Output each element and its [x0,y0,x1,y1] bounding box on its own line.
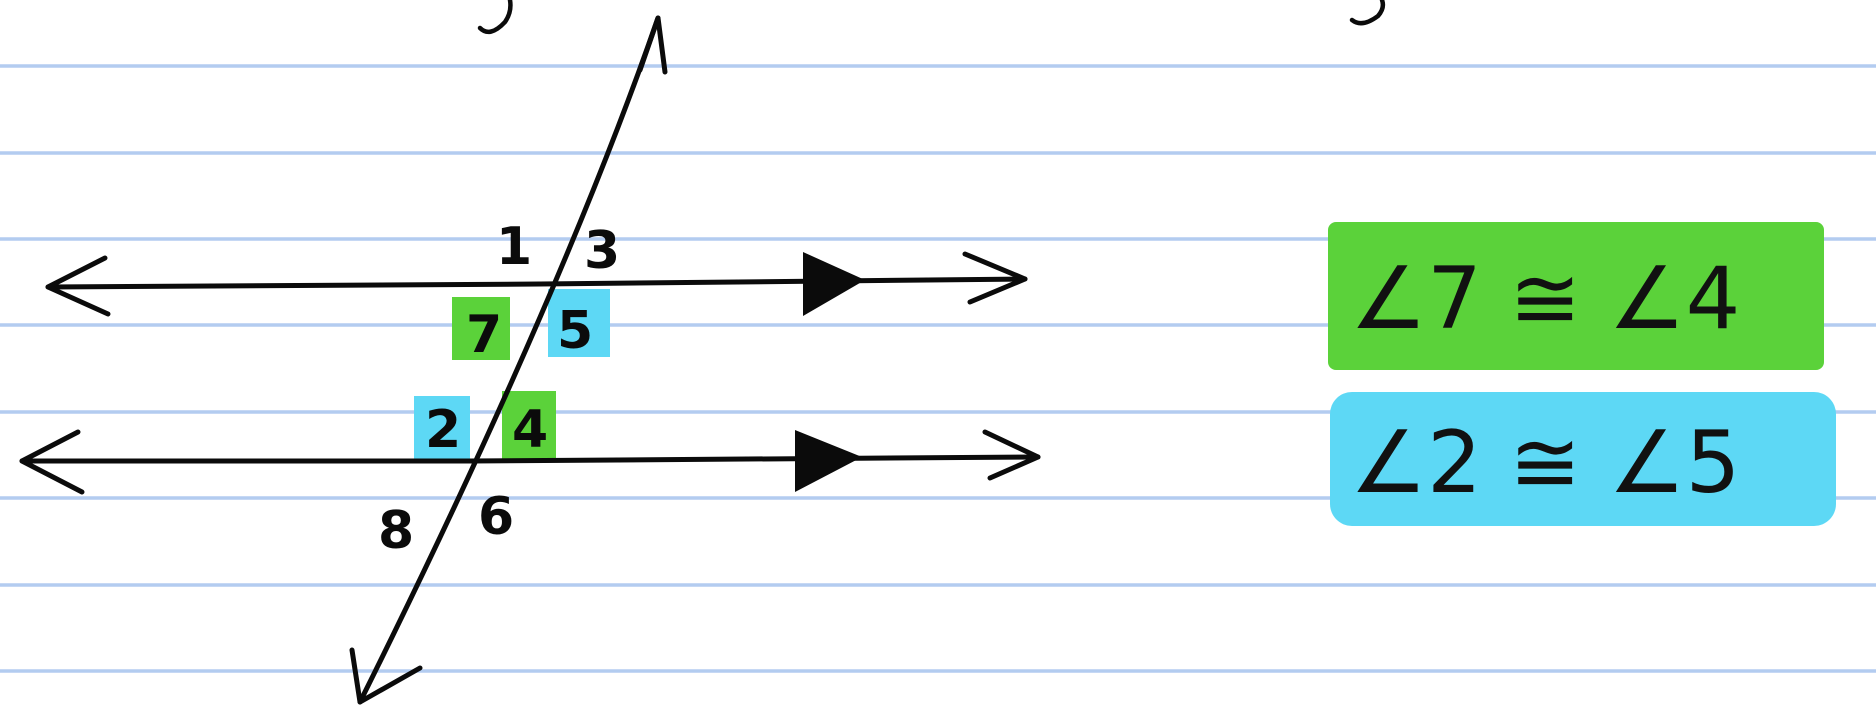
statement-1-text: ∠7 ≅ ∠4 [1350,249,1740,349]
angle-label-7: 7 [466,305,502,365]
parallel-marker-upper [803,252,865,316]
top-ink-fragment-right [1349,0,1386,26]
angle-4-highlight [502,391,556,459]
angle-label-8: 8 [378,501,414,561]
parallel-marker-lower [795,430,862,492]
statement-1: ∠7 ≅ ∠4 [1328,222,1824,370]
ruled-lines [0,64,1876,673]
angle-label-6: 6 [478,487,514,547]
angle-label-3: 3 [584,221,620,281]
statement-2-text: ∠2 ≅ ∠5 [1350,413,1740,513]
top-ink-fragment-left [477,0,513,35]
transversal-line [349,15,668,705]
lower-parallel-line [19,429,1041,495]
angle-7-highlight [452,297,510,360]
upper-parallel-line [45,251,1028,317]
angle-5-highlight [548,289,610,357]
statement-2: ∠2 ≅ ∠5 [1330,392,1836,526]
statement-2-highlight [1330,392,1836,526]
angle-2-highlight [414,396,470,460]
angle-label-4: 4 [512,400,548,460]
angle-label-5: 5 [557,301,593,361]
statement-1-highlight [1328,222,1824,370]
angle-label-2: 2 [425,400,461,460]
angle-label-1: 1 [496,217,532,277]
